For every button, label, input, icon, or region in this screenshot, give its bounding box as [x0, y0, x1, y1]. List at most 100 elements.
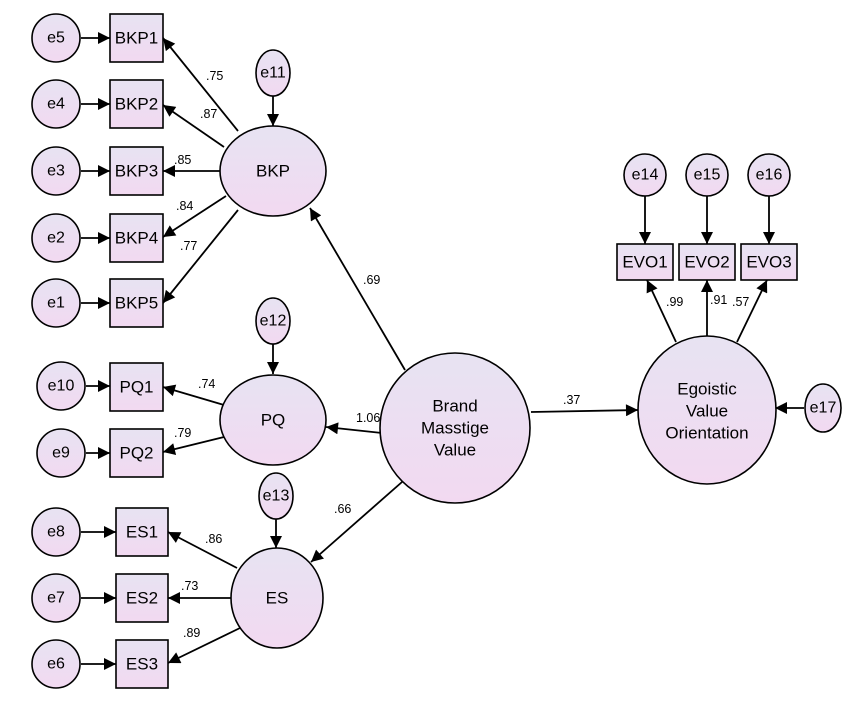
coef-bmv-evo: .37	[563, 393, 580, 407]
latent-ellipse	[219, 125, 327, 217]
indicator-box	[740, 243, 798, 281]
indicator-bkp1: BKP1	[109, 13, 164, 63]
coef-evo-evo2: .91	[710, 293, 727, 307]
error-e13: e13	[258, 472, 294, 520]
error-e14: e14	[623, 153, 667, 197]
indicator-label: EVO3	[746, 253, 791, 272]
latent-label-line1: Brand	[432, 397, 477, 416]
error-label: e13	[263, 488, 290, 505]
indicator-label: ES3	[126, 655, 158, 674]
error-e7: e7	[31, 573, 81, 623]
coef-evo-evo3: .57	[732, 295, 749, 309]
error-circle	[685, 153, 729, 197]
coef-bmv-pq: 1.06	[356, 411, 380, 425]
latent-label-line3: Orientation	[665, 424, 748, 443]
error-circle	[36, 428, 86, 478]
indicator-box	[109, 13, 164, 63]
indicator-box	[109, 146, 164, 196]
error-label: e6	[47, 656, 65, 673]
coef-pq-pq1: .74	[198, 377, 215, 391]
error-e8: e8	[31, 507, 81, 557]
latent-egoistic-value-orientation: Egoistic Value Orientation	[637, 335, 777, 485]
indicator-evo1: EVO1	[616, 243, 674, 281]
error-circle	[31, 79, 81, 129]
error-e5: e5	[31, 13, 81, 63]
coef-bkp-bkp4: .84	[176, 199, 193, 213]
error-circle	[804, 383, 842, 433]
indicator-label: BKP4	[115, 229, 158, 248]
error-circle	[31, 213, 81, 263]
arrow-bmv-bkp	[309, 207, 406, 371]
indicator-bkp4: BKP4	[109, 213, 164, 263]
error-label: e4	[47, 96, 65, 113]
error-label: e16	[756, 167, 783, 184]
latent-ellipse	[230, 547, 324, 649]
latent-es: ES	[230, 547, 324, 649]
latent-brand-masstige-value: Brand Masstige Value	[379, 352, 531, 504]
indicator-box	[109, 362, 164, 412]
error-circle	[747, 153, 791, 197]
error-e11: e11	[255, 49, 291, 97]
indicator-evo2: EVO2	[678, 243, 736, 281]
error-circle	[31, 573, 81, 623]
coef-bkp-bkp5: .77	[180, 239, 197, 253]
latent-constructs: BKP PQ ES Brand Masstige Value Egoistic …	[219, 125, 777, 649]
latent-pq: PQ	[219, 374, 327, 466]
coef-es-es1: .86	[205, 532, 222, 546]
arrow-bmv-evo	[530, 404, 639, 417]
latent-ellipse	[637, 335, 777, 485]
error-e15: e15	[685, 153, 729, 197]
error-e10: e10	[36, 361, 86, 411]
error-terms: e5 e4 e3 e2 e1 e10 e9 e8	[31, 13, 842, 689]
indicator-box	[109, 79, 164, 129]
latent-label: ES	[266, 589, 289, 608]
error-circle	[623, 153, 667, 197]
error-circle	[31, 146, 81, 196]
coef-bkp-bkp1: .75	[206, 69, 223, 83]
arrow-bkp-bkp2	[162, 104, 225, 148]
coef-pq-pq2: .79	[174, 426, 191, 440]
error-label: e1	[47, 295, 65, 312]
indicator-label: EVO1	[622, 253, 667, 272]
indicators: BKP1 BKP2 BKP3 BKP4 BKP5 PQ1 PQ2 ES1	[109, 13, 798, 689]
arrow-bkp-bkp4	[162, 195, 227, 238]
error-label: e11	[260, 65, 286, 82]
arrow-evo-evo1	[646, 279, 677, 343]
arrow-bkp-bkp1	[162, 37, 239, 132]
error-e6: e6	[31, 639, 81, 689]
error-circle	[258, 472, 294, 520]
error-label: e5	[47, 30, 65, 47]
indicator-label: BKP3	[115, 162, 158, 181]
indicator-box	[109, 213, 164, 263]
indicator-label: BKP1	[115, 29, 158, 48]
indicator-bkp2: BKP2	[109, 79, 164, 129]
arrow-es-es1	[167, 531, 238, 569]
indicator-pq2: PQ2	[109, 428, 164, 478]
coef-bmv-bkp: .69	[363, 273, 380, 287]
error-circle	[31, 13, 81, 63]
indicator-label: PQ2	[119, 444, 153, 463]
latent-ellipse	[219, 374, 327, 466]
error-circle	[36, 361, 86, 411]
error-e1: e1	[31, 278, 81, 328]
coef-bkp-bkp2: .87	[200, 107, 217, 121]
error-circle	[255, 49, 291, 97]
indicator-bkp3: BKP3	[109, 146, 164, 196]
indicator-es2: ES2	[115, 573, 169, 623]
indicator-box	[109, 278, 164, 328]
error-circle	[31, 278, 81, 328]
latent-ellipse	[379, 352, 531, 504]
arrow-pq-pq2	[162, 436, 225, 455]
error-label: e14	[632, 167, 659, 184]
coef-evo-evo1: .99	[666, 295, 683, 309]
arrow-bmv-es	[310, 481, 403, 563]
indicator-label: PQ1	[119, 378, 153, 397]
coefficients: .75 .87 .85 .84 .77 .74 .79 .86 .73 .89 …	[174, 69, 749, 640]
error-e17: e17	[804, 383, 842, 433]
indicator-label: EVO2	[684, 253, 729, 272]
arrow-evo-evo3	[736, 279, 768, 343]
arrow-pq-pq1	[162, 384, 225, 406]
latent-label-line1: Egoistic	[677, 380, 737, 399]
indicator-box	[678, 243, 736, 281]
